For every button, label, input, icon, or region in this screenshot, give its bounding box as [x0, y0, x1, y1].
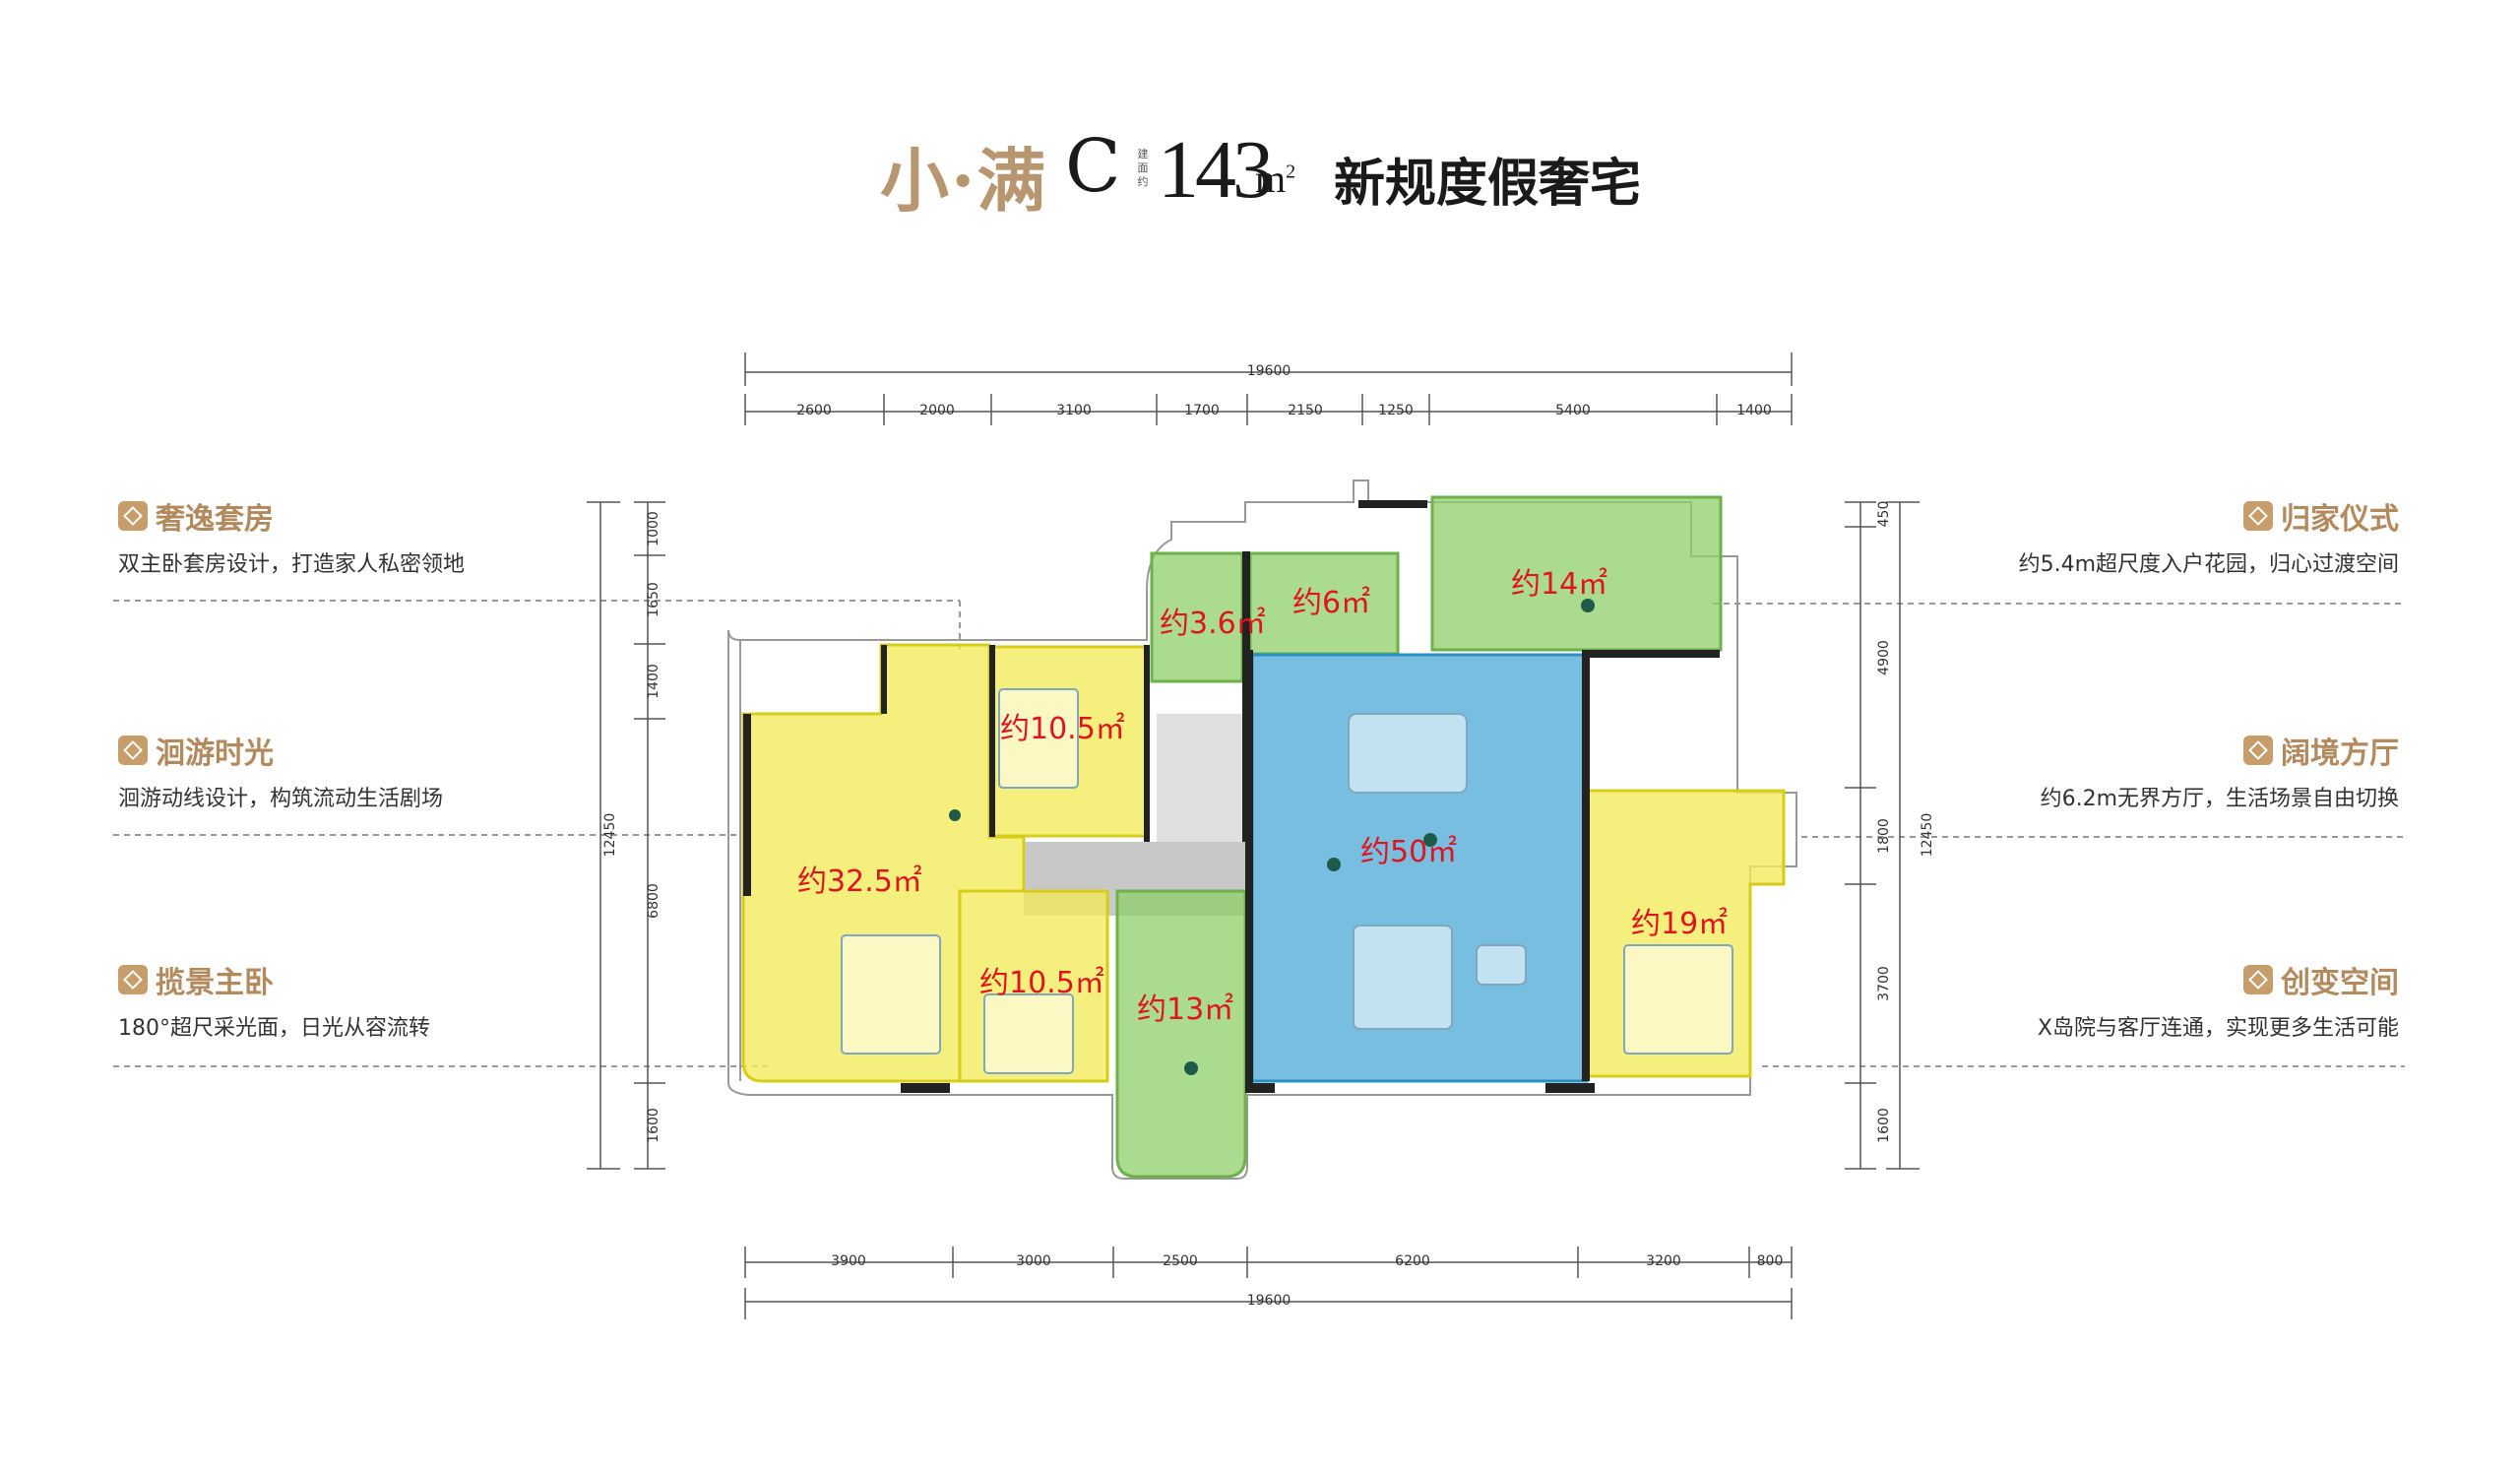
- room-label: 约32.5㎡: [797, 864, 922, 899]
- bathroom-floor: [1157, 714, 1245, 842]
- garden-zones: [1115, 495, 1723, 1179]
- sofa: [1353, 925, 1453, 1030]
- dim-bottom-seg: 800: [1757, 1253, 1784, 1269]
- area-unit: m2: [1255, 156, 1295, 202]
- dim-top-seg: 2000: [919, 403, 955, 418]
- room-label: 约6㎡: [1292, 586, 1370, 620]
- marker-dot: [949, 809, 961, 821]
- feature-desc: X岛院与客厅连通，实现更多生活可能: [2037, 1016, 2399, 1041]
- room-label: 约3.6㎡: [1160, 607, 1266, 641]
- dim-top-seg: 1400: [1736, 403, 1772, 418]
- feature-desc: 洄游动线设计，构筑流动生活剧场: [118, 787, 444, 811]
- dim-bottom-total: 19600: [1247, 1293, 1292, 1309]
- room-label: 约14㎡: [1511, 567, 1607, 602]
- dim-top-seg: 1700: [1184, 403, 1220, 418]
- dim-top-seg: 2600: [796, 403, 832, 418]
- dim-left-seg: 6800: [646, 883, 662, 919]
- room-label: 约10.5㎡: [1000, 712, 1125, 746]
- diamond-icon: [118, 965, 148, 994]
- area-unit-base: m: [1255, 157, 1287, 201]
- feature-title: 奢逸套房: [118, 494, 274, 538]
- dim-top-seg: 2150: [1288, 403, 1323, 418]
- area-unit-sup: 2: [1286, 160, 1296, 183]
- coffee-table: [1476, 944, 1527, 986]
- dim-left-seg: 1600: [646, 1108, 662, 1143]
- room-label: 约13㎡: [1137, 992, 1233, 1027]
- marker-dot: [1327, 858, 1341, 871]
- furniture: [841, 688, 1733, 1074]
- brand-name: 小·满: [880, 140, 1048, 222]
- feature-title: 洄游时光: [118, 729, 274, 772]
- feature-desc: 180°超尺采光面，日光从容流转: [118, 1016, 430, 1041]
- feature-title: 揽景主卧: [118, 958, 274, 1001]
- feature-title-text: 洄游时光: [156, 736, 274, 771]
- area-caption: 建面约: [1137, 148, 1149, 188]
- room-labels: 约3.6㎡ 约6㎡ 约14㎡ 约10.5㎡ 约32.5㎡ 约50㎡ 约10.5㎡…: [797, 567, 1728, 1027]
- dimension-labels: 19600 2600 2000 3100 1700 2150 1250 5400…: [602, 363, 1935, 1309]
- unit-type: C: [1065, 124, 1121, 209]
- dimension-lines: [587, 352, 1920, 1319]
- dim-bottom-seg: 2500: [1163, 1253, 1198, 1269]
- dim-right-seg: 1600: [1876, 1108, 1892, 1143]
- feature-title-text: 揽景主卧: [156, 966, 274, 1000]
- bed: [1623, 944, 1733, 1055]
- feature-title-text: 阔境方厅: [2281, 736, 2399, 771]
- slogan: 新规度假奢宅: [1334, 155, 1642, 214]
- feature-title: 创变空间: [2243, 958, 2399, 1001]
- dim-bottom-seg: 6200: [1395, 1253, 1430, 1269]
- diamond-icon: [2243, 501, 2273, 531]
- feature-title: 阔境方厅: [2243, 729, 2399, 772]
- dim-top-seg: 3100: [1056, 403, 1092, 418]
- feature-desc: 约6.2m无界方厅，生活场景自由切换: [2040, 787, 2399, 811]
- guide-lines: [113, 600, 2405, 1067]
- bed: [841, 934, 941, 1055]
- dim-top-seg: 1250: [1378, 403, 1414, 418]
- dim-bottom-seg: 3200: [1646, 1253, 1681, 1269]
- area-value: 143: [1158, 124, 1274, 216]
- room-label: 约50㎡: [1360, 835, 1457, 869]
- feature-desc: 约5.4m超尺度入户花园，归心过渡空间: [2018, 552, 2399, 577]
- dim-right-seg: 1800: [1876, 818, 1892, 854]
- marker-dot: [1581, 599, 1595, 612]
- feature-title: 归家仪式: [2243, 494, 2399, 538]
- title-bar: 小·满 C 建面约 143 m2 新规度假奢宅: [0, 118, 2520, 226]
- diamond-icon: [2243, 736, 2273, 765]
- dim-top-total: 19600: [1247, 363, 1292, 379]
- feature-title-text: 创变空间: [2281, 966, 2399, 1000]
- dining-table: [1348, 713, 1468, 794]
- dim-left-seg: 1000: [646, 511, 662, 546]
- dim-left-seg: 1650: [646, 582, 662, 617]
- bed: [998, 688, 1079, 789]
- zone-markers: [949, 599, 1595, 1075]
- dim-right-total: 12450: [1920, 813, 1935, 858]
- room-label: 约19㎡: [1631, 907, 1728, 941]
- diamond-icon: [118, 501, 148, 531]
- dim-top-seg: 5400: [1555, 403, 1591, 418]
- dim-left-seg: 1400: [646, 664, 662, 699]
- feature-title-text: 归家仪式: [2281, 502, 2399, 537]
- room-label: 约10.5㎡: [979, 966, 1104, 1000]
- diamond-icon: [2243, 965, 2273, 994]
- dim-right-seg: 4900: [1876, 640, 1892, 675]
- marker-dot: [1423, 833, 1437, 847]
- dim-bottom-seg: 3900: [831, 1253, 866, 1269]
- dim-bottom-seg: 3000: [1016, 1253, 1051, 1269]
- marker-dot: [1184, 1061, 1198, 1075]
- dim-right-seg: 450: [1876, 501, 1892, 528]
- bed: [983, 993, 1074, 1074]
- diamond-icon: [118, 736, 148, 765]
- feature-desc: 双主卧套房设计，打造家人私密领地: [118, 552, 466, 577]
- dim-right-seg: 3700: [1876, 966, 1892, 1001]
- feature-title-text: 奢逸套房: [156, 502, 274, 537]
- dim-left-total: 12450: [602, 813, 618, 858]
- walls: [743, 500, 1720, 1093]
